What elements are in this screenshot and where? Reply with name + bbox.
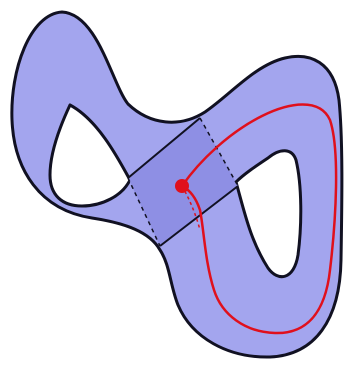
crossing-edge-upper bbox=[127, 117, 201, 179]
red-loop-hidden-segment bbox=[181, 185, 201, 231]
base-point bbox=[175, 179, 189, 193]
hidden-edge-right bbox=[199, 117, 239, 187]
figure-eight-surface bbox=[10, 10, 344, 359]
crossing-edge-lower bbox=[159, 185, 239, 247]
red-loop-curve bbox=[180, 103, 338, 335]
